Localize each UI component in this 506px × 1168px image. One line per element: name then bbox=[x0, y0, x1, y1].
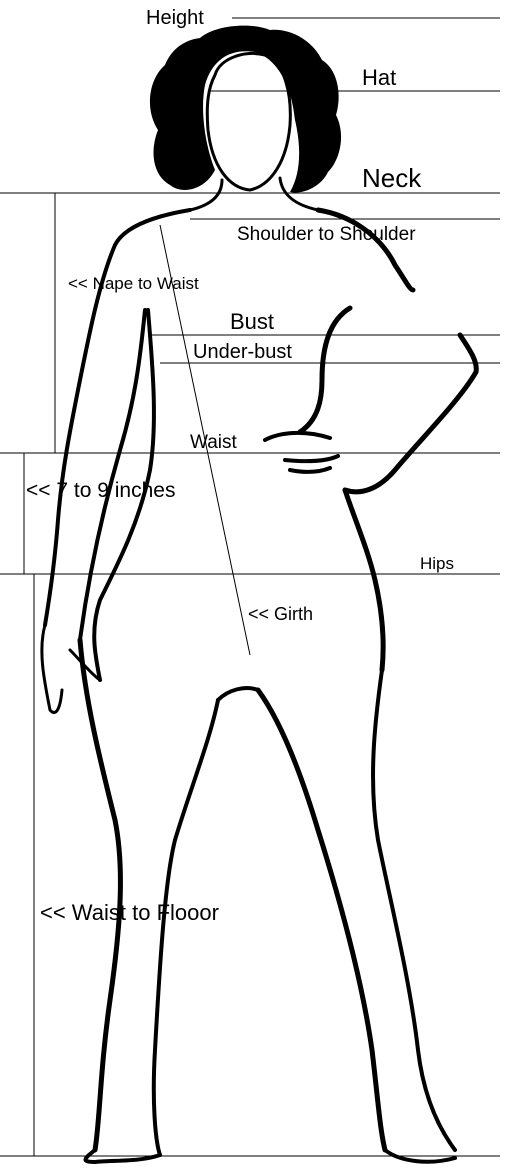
right-inner-leg bbox=[258, 690, 385, 1150]
face-outline bbox=[207, 54, 290, 190]
left-hand bbox=[42, 625, 100, 713]
label-nape-to-waist: << Nape to Waist bbox=[68, 274, 199, 293]
label-height: Height bbox=[146, 7, 204, 29]
label-hips: Hips bbox=[420, 554, 454, 573]
left-leg bbox=[80, 640, 120, 1150]
right-shoulder bbox=[318, 210, 413, 290]
label-under-bust: Under-bust bbox=[193, 341, 292, 363]
label-waist-to-floor: << Waist to Flooor bbox=[40, 900, 219, 925]
label-hat: Hat bbox=[362, 65, 396, 90]
label-girth: << Girth bbox=[248, 604, 313, 624]
label-waist: Waist bbox=[190, 432, 238, 453]
hair bbox=[150, 26, 341, 193]
crotch-outline bbox=[218, 688, 258, 700]
label-bust: Bust bbox=[230, 309, 274, 334]
label-shoulder-to-shoulder: Shoulder to Shoulder bbox=[237, 224, 416, 245]
left-torso bbox=[80, 310, 145, 640]
label-seven-to-nine: << 7 to 9 inches bbox=[26, 479, 175, 502]
right-hand bbox=[265, 433, 338, 472]
right-hip bbox=[345, 490, 383, 670]
measurement-labels: Height Hat Neck Shoulder to Shoulder << … bbox=[26, 7, 454, 925]
figure-silhouette bbox=[42, 26, 476, 1162]
label-neck: Neck bbox=[362, 163, 422, 193]
right-leg bbox=[373, 670, 455, 1150]
right-arm bbox=[300, 308, 476, 492]
left-inner-leg bbox=[154, 700, 218, 1155]
